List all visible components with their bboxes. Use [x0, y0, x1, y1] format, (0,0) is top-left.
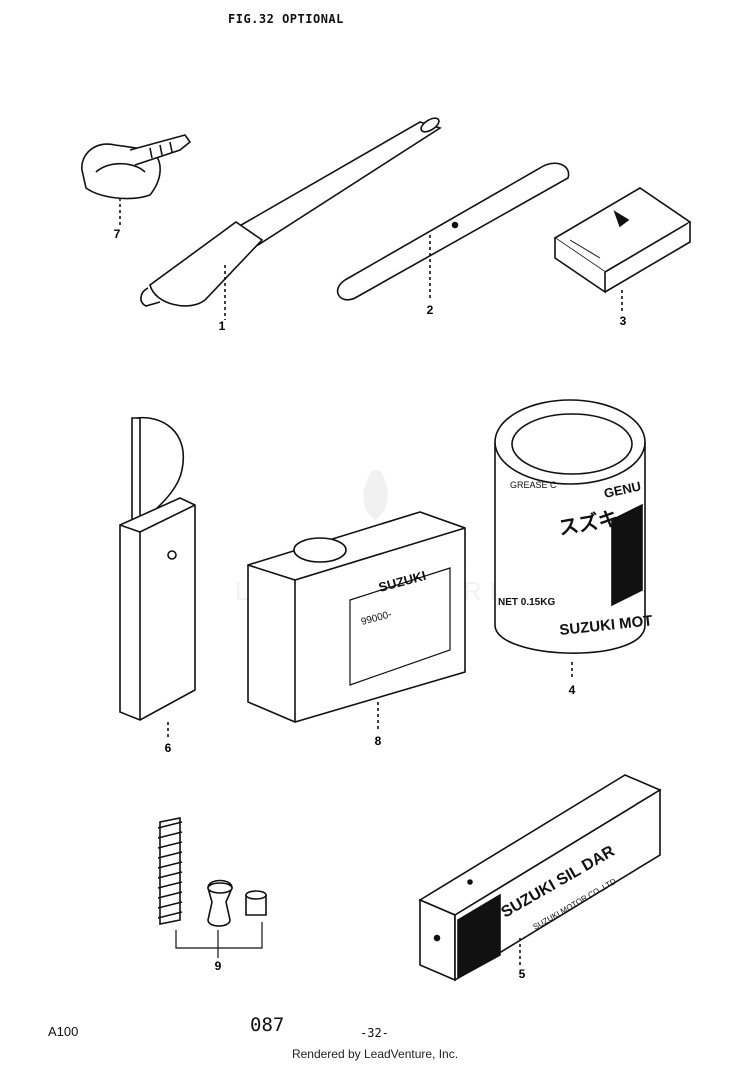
ref-6: 6: [165, 741, 172, 755]
part-sildar-box: SUZUKI SIL DAR SUZUKI MOTOR CO.,LTD: [418, 774, 662, 982]
ref-5: 5: [519, 967, 526, 981]
ref-2: 2: [427, 303, 434, 317]
ref-3: 3: [620, 314, 627, 328]
render-credit: Rendered by LeadVenture, Inc.: [291, 1047, 459, 1061]
page-number: -32-: [360, 1026, 389, 1040]
grease-label-2: GREASE C: [510, 480, 557, 490]
grease-label-5: NET 0.15KG: [498, 597, 555, 608]
part-spring-set: [157, 817, 267, 958]
part-key: [81, 134, 192, 225]
ref-7: 7: [114, 227, 121, 241]
part-paint-can: SUZUKI 99000-: [247, 511, 466, 730]
part-tire-lever: [336, 162, 570, 301]
part-oil-can: [119, 416, 196, 738]
model-code: A100: [48, 1024, 79, 1039]
page-code: 087: [250, 1014, 285, 1036]
part-patch-box: [553, 187, 692, 312]
ref-8: 8: [375, 734, 382, 748]
ref-1: 1: [219, 319, 226, 333]
figure-title: FIG.32 OPTIONAL: [228, 12, 344, 26]
part-grease-can: GENU GREASE C スズキ SUZUKI MOT NET 0.15KG: [494, 399, 653, 680]
ref-9: 9: [215, 959, 222, 973]
ref-4: 4: [569, 683, 576, 697]
part-pump: [140, 117, 442, 320]
